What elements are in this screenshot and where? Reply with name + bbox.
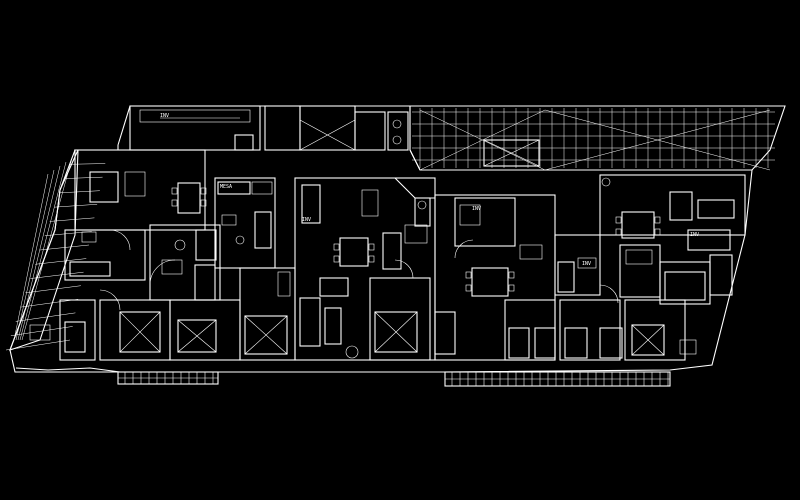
grid-line [15,312,76,322]
grid-line [35,258,87,265]
service-strip [129,105,409,151]
inv-label-1: INV [160,113,169,119]
grid-line [20,299,79,308]
grid-line [13,173,49,341]
top-terrace-grid [409,105,786,171]
bottom-balconies [117,371,671,387]
plan-labels: INV INV INV INV INV MESA [160,113,699,267]
grid-line [54,204,98,208]
inv-label-3: INV [472,206,481,212]
inv-label-4: INV [582,261,591,267]
grid-line [59,190,100,194]
mesa-label: MESA [220,184,232,190]
apartment-center-right [414,194,556,361]
left-balcony-grid [5,149,108,351]
grid-line [10,326,73,336]
grid-line [64,176,103,179]
building-outline [9,105,753,373]
grid-line [15,169,55,341]
grid-line [49,217,95,222]
inv-label-5: INV [690,232,699,238]
apartment-left [29,149,241,361]
grid-line [25,285,81,294]
apartment-center-left [214,177,296,361]
grid-line [19,161,67,341]
grid-line [5,339,71,351]
inv-label-2: INV [302,217,311,223]
grid-line [17,165,61,341]
grid-line [21,157,73,341]
apartment-right [554,174,746,361]
apartment-center [294,177,436,361]
